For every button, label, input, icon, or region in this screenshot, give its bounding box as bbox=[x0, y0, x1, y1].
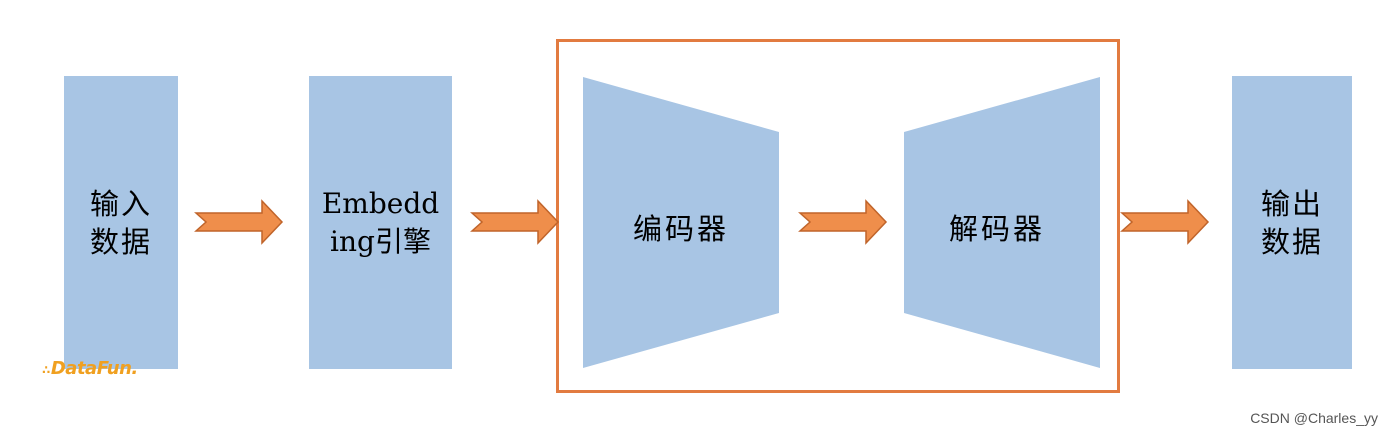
input-data-block: 输入 数据 bbox=[64, 76, 178, 369]
encoder-label: 编码器 bbox=[632, 212, 729, 246]
decoder-label: 解码器 bbox=[948, 212, 1045, 246]
embedding-engine-block: Embedd ing引擎 bbox=[309, 76, 452, 369]
embedding-engine-label: Embedd ing引擎 bbox=[321, 186, 440, 258]
encoder-decoder-frame bbox=[556, 39, 1120, 393]
input-data-label: 输入 数据 bbox=[89, 186, 152, 259]
arrow-input-to-embedding bbox=[194, 199, 284, 245]
datafun-logo: ∴DataFun. bbox=[42, 358, 138, 379]
arrow-embedding-to-encoder bbox=[470, 199, 560, 245]
output-data-label: 输出 数据 bbox=[1260, 186, 1323, 259]
arrow-encoder-to-decoder bbox=[798, 199, 888, 245]
encoder-shape bbox=[583, 77, 779, 368]
logo-text: DataFun. bbox=[50, 358, 138, 379]
arrow-decoder-to-output bbox=[1120, 199, 1210, 245]
csdn-watermark: CSDN @Charles_yy bbox=[1250, 410, 1378, 426]
output-data-block: 输出 数据 bbox=[1232, 76, 1352, 369]
decoder-shape bbox=[904, 77, 1100, 368]
logo-dots-icon: ∴ bbox=[42, 363, 50, 377]
